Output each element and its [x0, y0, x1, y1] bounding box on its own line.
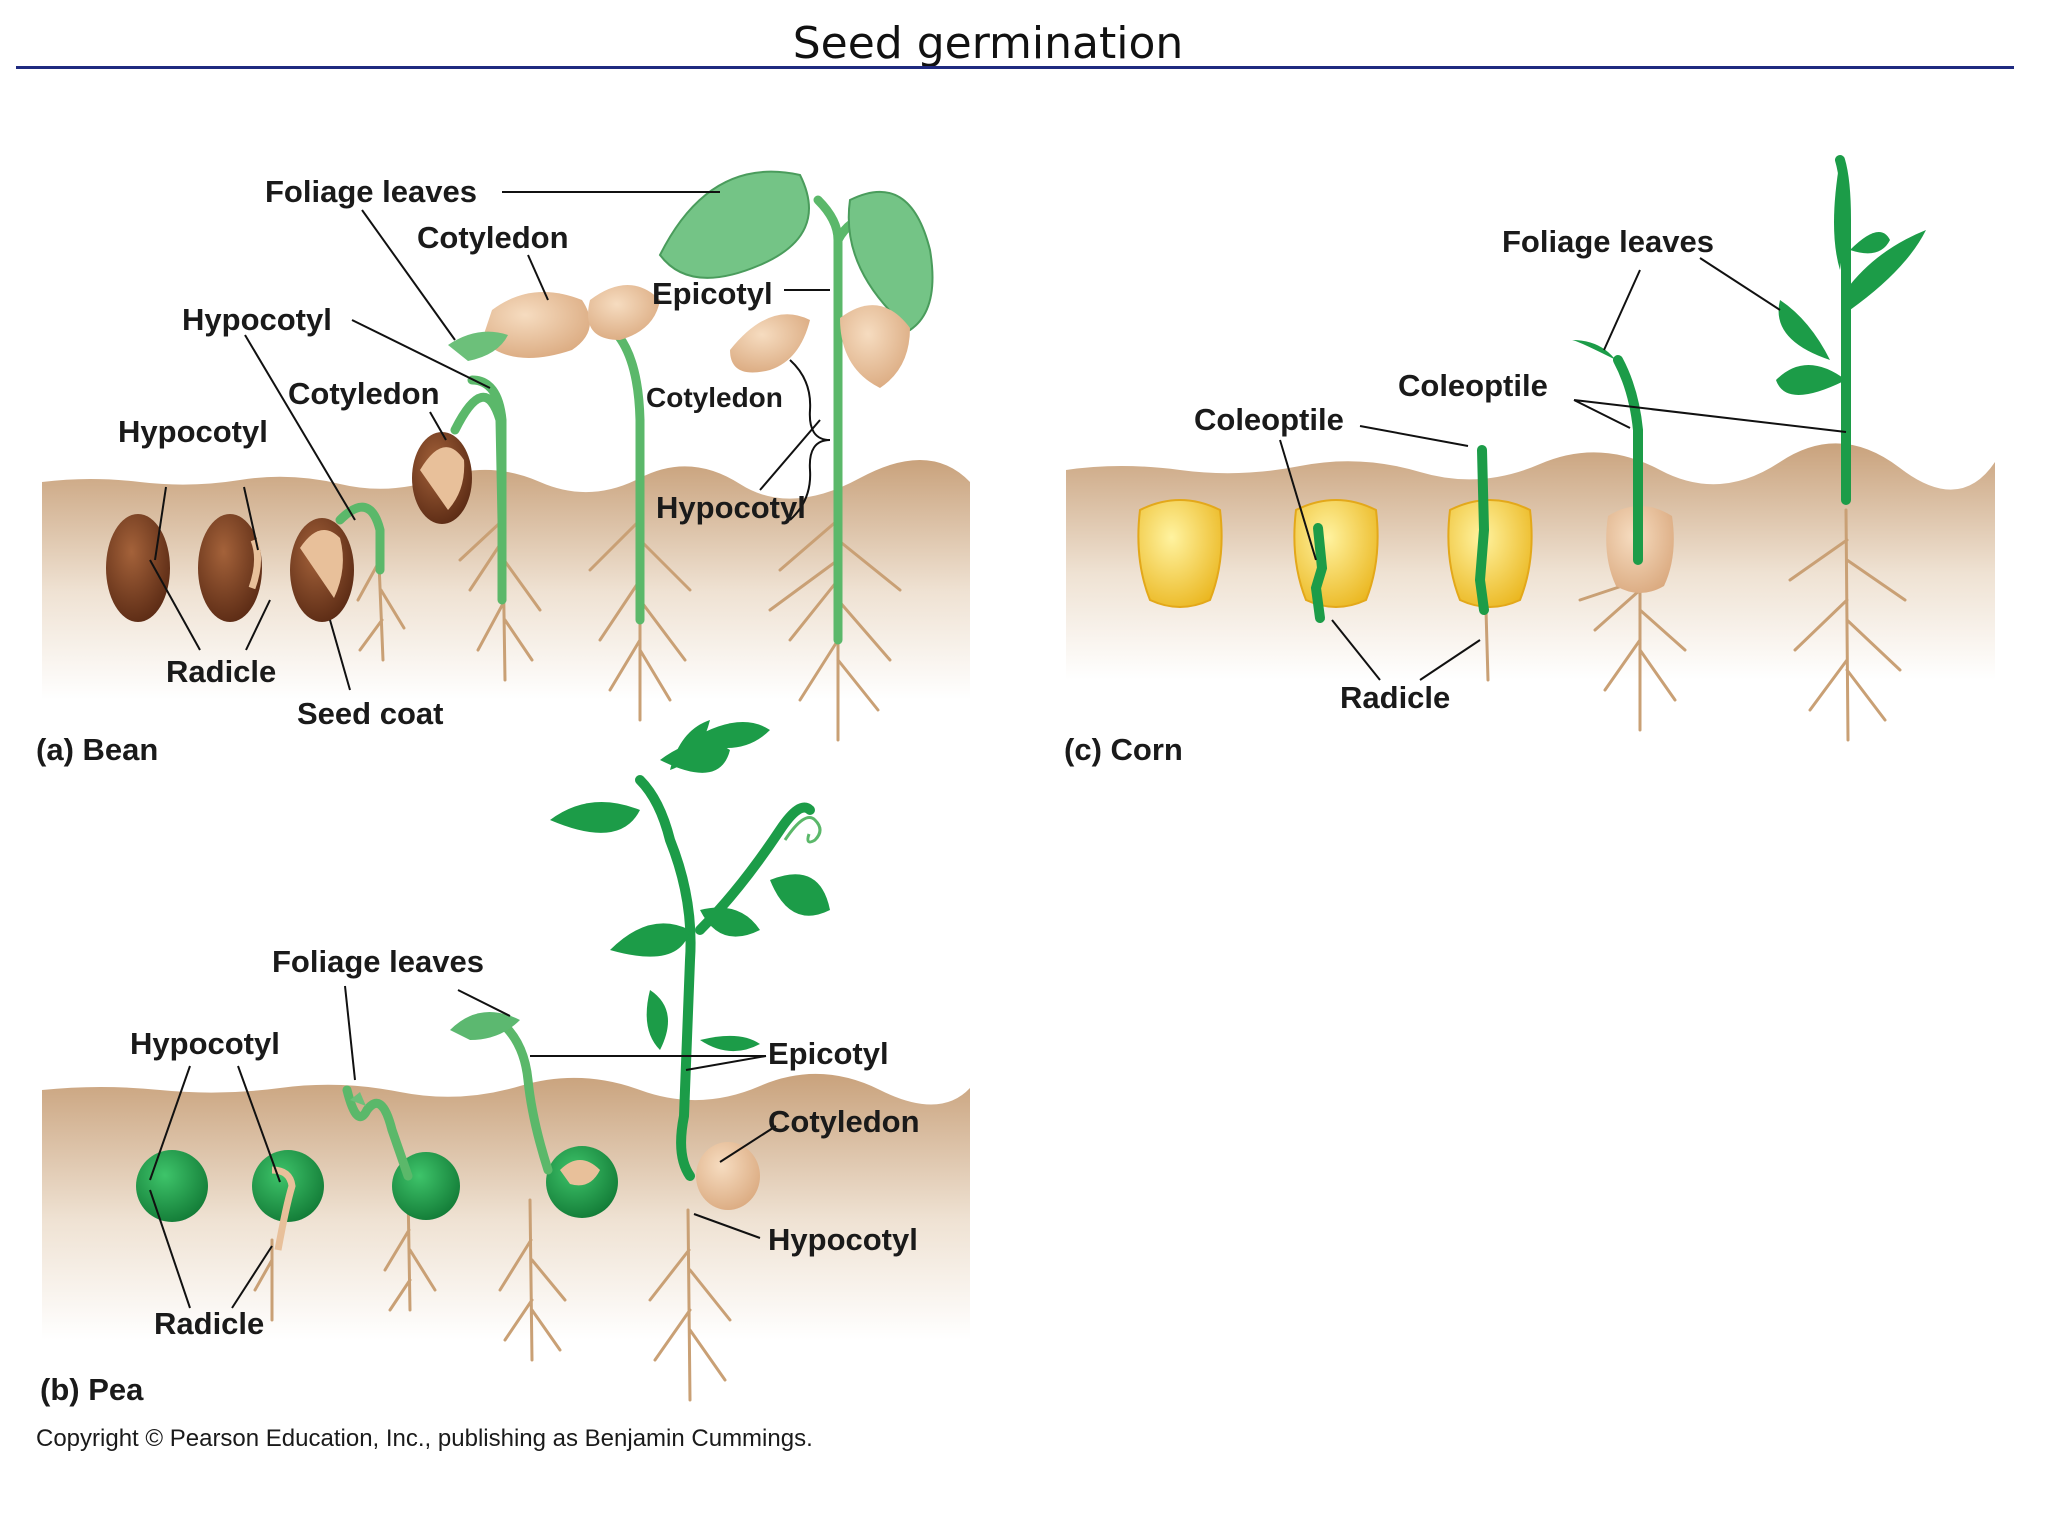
corn-kernel-1 [1137, 499, 1223, 608]
copyright-text: Copyright © Pearson Education, Inc., pub… [36, 1425, 813, 1452]
pea-seed-2-radicle [271, 1166, 296, 1251]
pea-label-radicle: Radicle [154, 1306, 264, 1341]
pea-leaders [149, 985, 777, 1309]
bean-label-hypocotyl-2: Hypocotyl [118, 414, 268, 449]
bean-caption: (a) Bean [36, 732, 158, 767]
corn-radicle-2 [1310, 523, 1328, 623]
bean-cotyledon-5 [482, 292, 590, 358]
bean-seed-2 [198, 514, 262, 622]
corn-label-coleoptile-2: Coleoptile [1194, 402, 1344, 437]
pea-soil [42, 1073, 970, 1340]
corn-panel: Foliage leaves Coleoptile Coleoptile Rad… [1064, 155, 1995, 767]
corn-kernel-3 [1447, 499, 1533, 608]
bean-leaders [149, 191, 831, 691]
bean-hypocotyl-3 [335, 502, 385, 575]
pea-stem-5 [635, 775, 696, 1181]
pea-seed-4-coat [560, 1160, 600, 1186]
pea-caption: (b) Pea [40, 1372, 144, 1407]
bean-hypocotyl-5 [467, 375, 507, 605]
bean-cotyledon-7b [840, 305, 910, 388]
title-rule [16, 66, 2014, 69]
bean-label-hypocotyl-3: Hypocotyl [656, 490, 806, 525]
corn-leaders [1279, 257, 1847, 681]
bean-label-foliage-leaves: Foliage leaves [265, 174, 477, 209]
bean-seed-1 [106, 514, 170, 622]
corn-label-foliage-leaves: Foliage leaves [1502, 224, 1714, 259]
bean-label-epicotyl: Epicotyl [652, 276, 773, 311]
bean-label-radicle: Radicle [166, 654, 276, 689]
pea-panel: Foliage leaves Hypocotyl Epicotyl Cotyle… [40, 720, 970, 1407]
pea-label-hypocotyl-2: Hypocotyl [768, 1222, 918, 1257]
bean-label-cotyledon-2: Cotyledon [288, 376, 440, 411]
bean-cotyledon-6 [588, 285, 660, 340]
pea-epicotyl-4 [493, 1015, 553, 1175]
bean-foliage-7a [658, 170, 810, 279]
bean-leaves-5 [448, 331, 508, 361]
pea-roots [253, 1188, 732, 1402]
bean-foliage-7b [847, 190, 934, 332]
pea-label-hypocotyl-1: Hypocotyl [130, 1026, 280, 1061]
corn-stem-4 [1613, 355, 1643, 565]
bean-cotyledon-7a [730, 314, 810, 373]
corn-stem-5 [1835, 155, 1851, 505]
pea-seed-1 [136, 1150, 208, 1222]
pea-label-cotyledon: Cotyledon [768, 1104, 920, 1139]
corn-leaf-4 [1572, 340, 1626, 380]
bean-label-cotyledon-3: Cotyledon [646, 382, 783, 413]
pea-cotyledon-5 [696, 1142, 760, 1210]
pea-foliage-5 [550, 720, 830, 1052]
bean-seed-4-coat [420, 447, 465, 510]
bean-seed-3-coat [300, 530, 343, 598]
bean-label-hypocotyl-1: Hypocotyl [182, 302, 332, 337]
pea-epicotyl-3 [342, 1085, 413, 1181]
pea-label-epicotyl: Epicotyl [768, 1036, 889, 1071]
bean-panel: Foliage leaves Cotyledon Hypocotyl Cotyl… [36, 170, 970, 767]
corn-caption: (c) Corn [1064, 732, 1183, 767]
slide-title: Seed germination [792, 18, 1184, 69]
corn-foliage-5 [1776, 160, 1926, 395]
pea-label-foliage-leaves: Foliage leaves [272, 944, 484, 979]
corn-label-radicle: Radicle [1340, 680, 1450, 715]
bean-label-cotyledon-1: Cotyledon [417, 220, 569, 255]
corn-roots [1484, 508, 1907, 742]
corn-label-coleoptile-1: Coleoptile [1398, 368, 1548, 403]
pea-leaf-3 [350, 1092, 366, 1106]
corn-coleoptile-3 [1474, 445, 1490, 615]
corn-kernel-2 [1293, 499, 1379, 608]
pea-tendril [783, 816, 822, 844]
bean-seed-2-radicle [248, 538, 261, 590]
bean-label-seed-coat: Seed coat [297, 696, 443, 731]
pea-seed-2 [252, 1150, 324, 1222]
pea-leaf-4 [450, 1012, 520, 1040]
